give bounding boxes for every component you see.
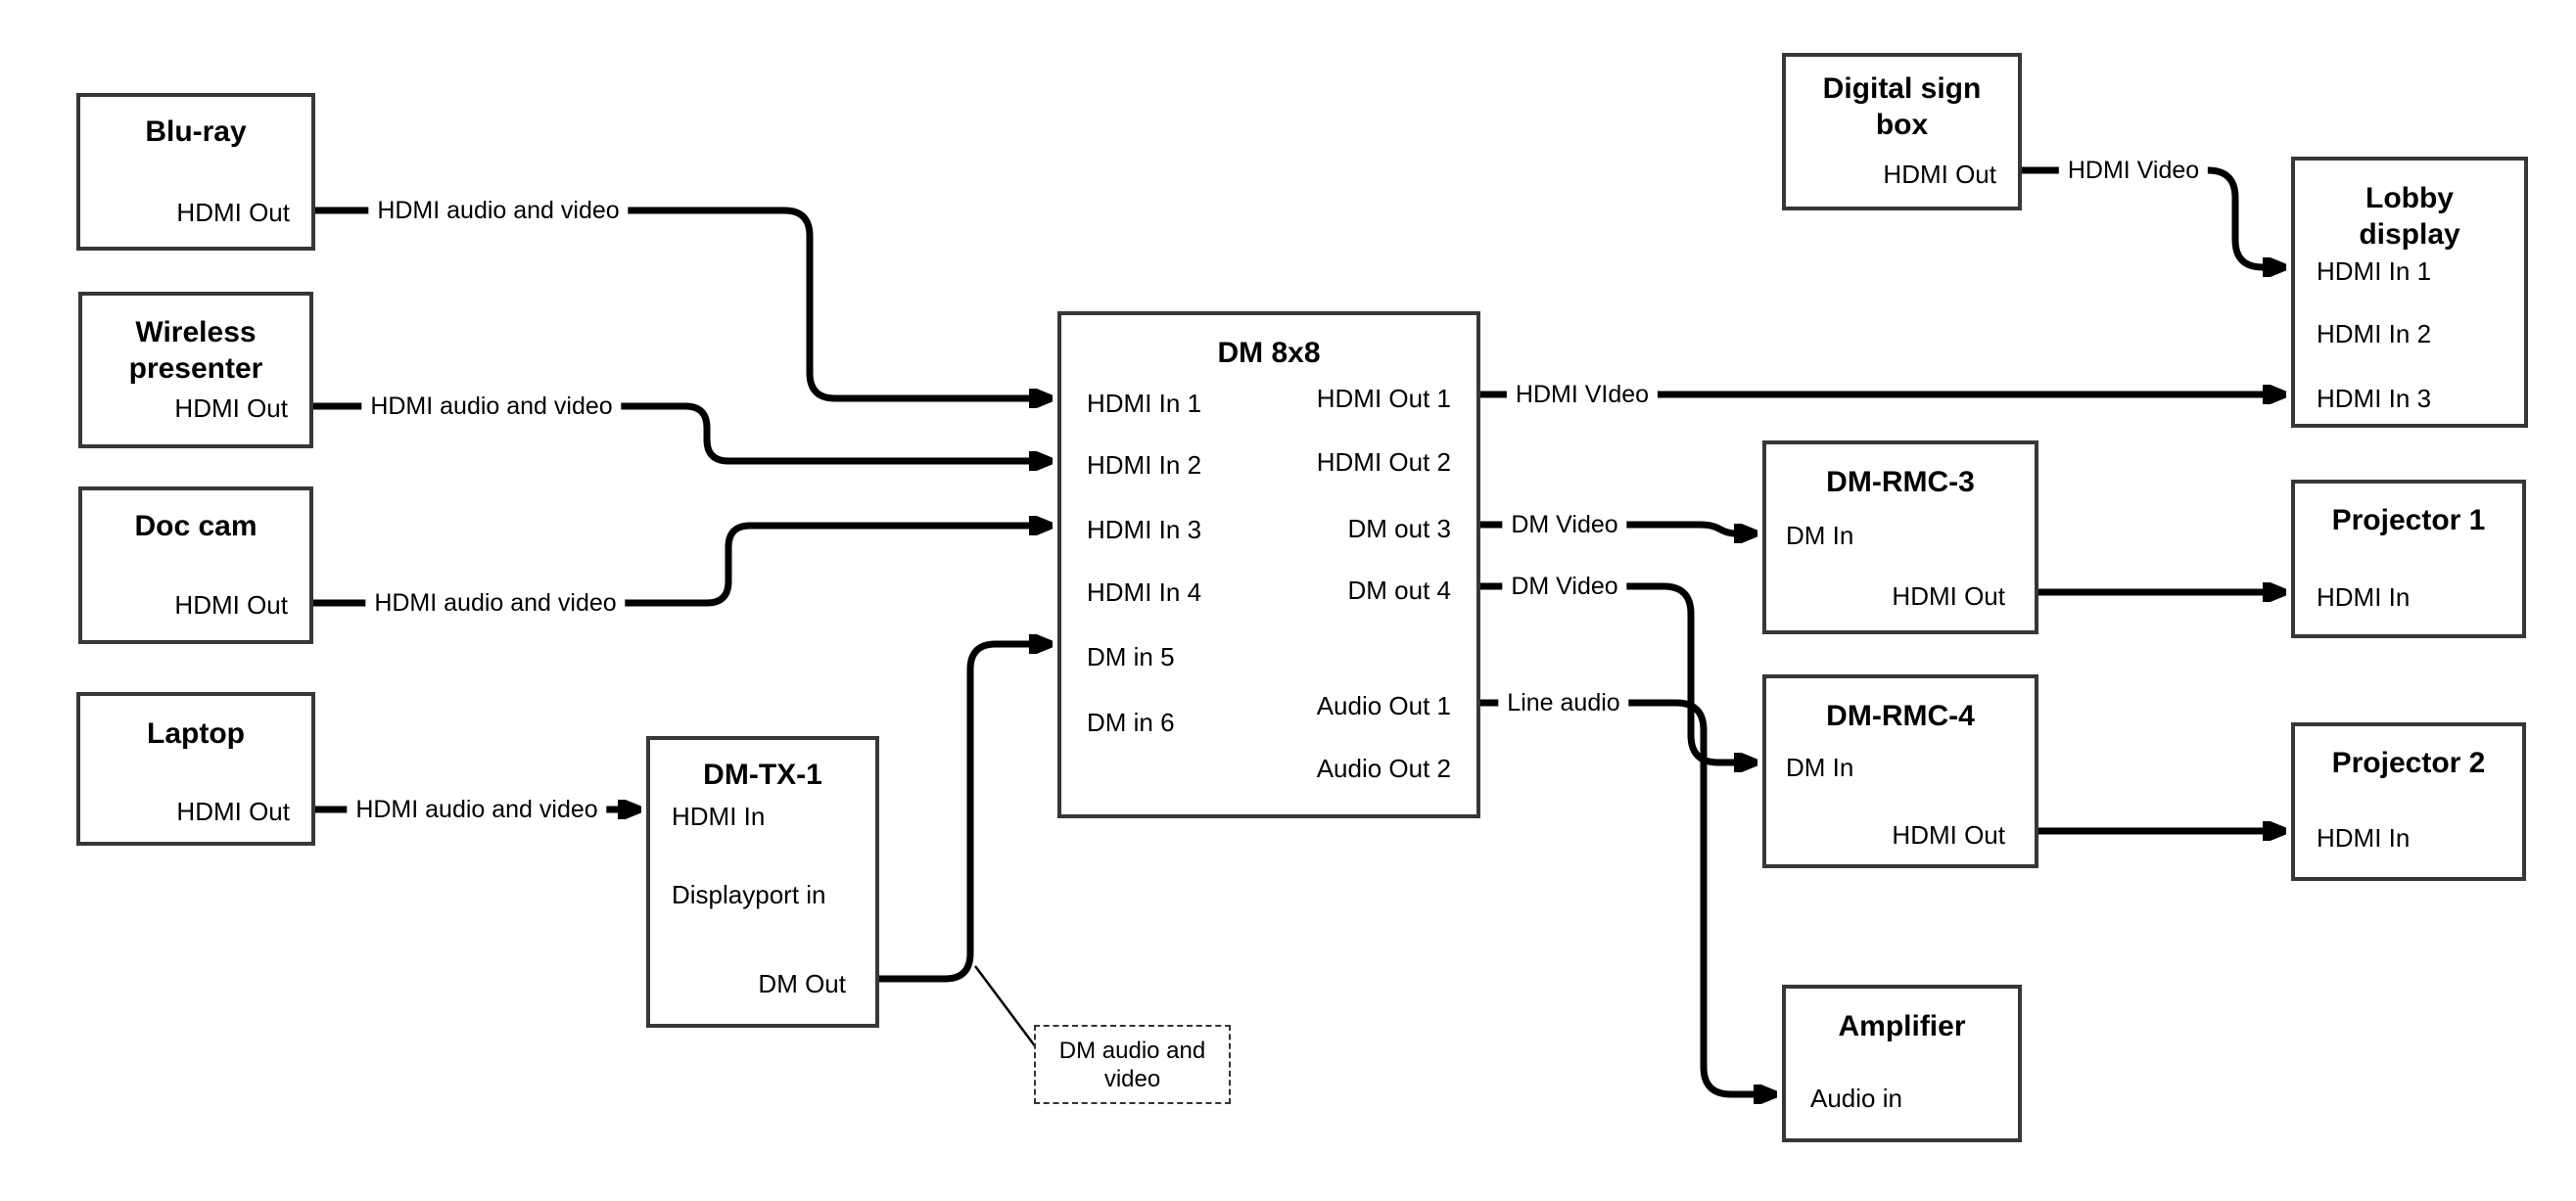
port-dmtx1-dm-out: DM Out — [758, 969, 846, 998]
port-dm8x8-audio-out-1: Audio Out 1 — [1316, 691, 1451, 720]
node-title: DM-RMC-3 — [1826, 466, 1975, 498]
port-dm8x8-hdmi-in-4: HDMI In 4 — [1087, 577, 1202, 607]
node-title-line1: Digital sign — [1822, 72, 1982, 105]
port-dm8x8-dm-out-4: DM out 4 — [1347, 576, 1452, 605]
wire-label-dm-video-out4: DM Video — [1502, 572, 1627, 601]
wire-label-laptop: HDMI audio and video — [347, 795, 607, 824]
port-digitalsign-hdmi-out: HDMI Out — [1883, 160, 1996, 189]
port-projector1-hdmi-in: HDMI In — [2317, 582, 2411, 612]
port-dm8x8-hdmi-in-1: HDMI In 1 — [1087, 389, 1202, 418]
connector-dm8x8-out3-to-dmrmc3 — [1480, 521, 1755, 533]
port-wireless-hdmi-out: HDMI Out — [174, 393, 288, 423]
node-title-line1: Lobby — [2365, 182, 2454, 214]
port-dm8x8-audio-out-2: Audio Out 2 — [1316, 754, 1451, 783]
port-dmtx1-displayport-in: Displayport in — [672, 880, 826, 909]
port-amplifier-audio-in: Audio in — [1810, 1084, 1902, 1113]
node-title-line2: presenter — [128, 352, 263, 385]
node-title: Lobby display — [2295, 180, 2524, 253]
node-title-line1: Wireless — [135, 316, 257, 348]
port-doccam-hdmi-out: HDMI Out — [174, 590, 288, 620]
port-bluray-hdmi-out: HDMI Out — [176, 198, 290, 227]
port-dm8x8-dm-in-6: DM in 6 — [1087, 708, 1175, 737]
port-dm8x8-dm-in-5: DM in 5 — [1087, 642, 1175, 671]
node-dm-8x8: DM 8x8 HDMI In 1 HDMI In 2 HDMI In 3 HDM… — [1057, 311, 1480, 818]
node-title: Doc cam — [134, 510, 258, 542]
node-dm-rmc-4: DM-RMC-4 DM In HDMI Out — [1762, 674, 2038, 868]
node-title: DM 8x8 — [1217, 337, 1321, 369]
port-dmrmc4-dm-in: DM In — [1786, 753, 1854, 782]
wire-label-doccam: HDMI audio and video — [365, 588, 626, 618]
connector-digitalsign-to-lobby-in1 — [2022, 166, 2283, 267]
connector-dmtx1-to-dm8x8-in5 — [879, 644, 1050, 983]
port-dm8x8-hdmi-out-1: HDMI Out 1 — [1316, 384, 1451, 413]
wire-label-line-audio: Line audio — [1498, 688, 1629, 717]
port-lobby-hdmi-in-3: HDMI In 3 — [2317, 384, 2432, 413]
node-title: Projector 1 — [2331, 504, 2486, 536]
node-title: DM-RMC-4 — [1826, 700, 1975, 732]
port-dm8x8-hdmi-in-2: HDMI In 2 — [1087, 450, 1202, 480]
port-laptop-hdmi-out: HDMI Out — [176, 797, 290, 826]
port-dmrmc3-hdmi-out: HDMI Out — [1892, 581, 2005, 611]
node-title: DM-TX-1 — [703, 759, 822, 791]
port-dm8x8-hdmi-out-2: HDMI Out 2 — [1316, 447, 1451, 477]
note-callout-line — [973, 965, 1038, 1048]
node-laptop: Laptop HDMI Out — [76, 692, 315, 846]
node-wireless-presenter: Wireless presenter HDMI Out — [78, 292, 313, 448]
port-dmrmc4-hdmi-out: HDMI Out — [1892, 820, 2005, 850]
port-dmtx1-hdmi-in: HDMI In — [672, 802, 766, 831]
node-digital-sign-box: Digital sign box HDMI Out — [1782, 53, 2022, 210]
node-title: Blu-ray — [145, 115, 247, 148]
connector-wireless-to-dm8x8-in2 — [313, 402, 1050, 461]
wire-label-wireless: HDMI audio and video — [361, 392, 622, 421]
wire-label-dm-video-out3: DM Video — [1502, 510, 1627, 539]
node-title: Laptop — [147, 717, 245, 750]
note-dm-audio-and-video: DM audio and video — [1034, 1025, 1231, 1104]
connector-doccam-to-dm8x8-in3 — [313, 526, 1050, 607]
wire-label-hdmi-video-sign: HDMI Video — [2058, 156, 2209, 185]
node-projector-2: Projector 2 HDMI In — [2291, 722, 2526, 881]
node-dm-rmc-3: DM-RMC-3 DM In HDMI Out — [1762, 440, 2038, 634]
node-dm-tx-1: DM-TX-1 HDMI In Displayport in DM Out — [646, 736, 879, 1028]
port-dmrmc3-dm-in: DM In — [1786, 521, 1854, 550]
wire-label-hdmi-video-out1: HDMI VIdeo — [1506, 380, 1659, 409]
node-title: Amplifier — [1838, 1010, 1966, 1042]
connector-dm8x8-audio1-to-amplifier — [1480, 699, 1774, 1094]
port-lobby-hdmi-in-2: HDMI In 2 — [2317, 319, 2432, 348]
node-doc-cam: Doc cam HDMI Out — [78, 486, 313, 644]
node-projector-1: Projector 1 HDMI In — [2291, 480, 2526, 638]
port-dm8x8-dm-out-3: DM out 3 — [1347, 514, 1452, 543]
node-lobby-display: Lobby display HDMI In 1 HDMI In 2 HDMI I… — [2291, 157, 2528, 428]
port-projector2-hdmi-in: HDMI In — [2317, 823, 2411, 853]
node-title-line2: box — [1875, 109, 1929, 141]
node-bluray: Blu-ray HDMI Out — [76, 93, 315, 251]
connector-dm8x8-out4-to-dmrmc4 — [1480, 582, 1755, 762]
wire-label-bluray: HDMI audio and video — [368, 196, 629, 225]
node-title: Wireless presenter — [82, 314, 309, 387]
connector-bluray-to-dm8x8-in1 — [315, 207, 1050, 398]
node-title: Projector 2 — [2331, 747, 2486, 779]
port-dm8x8-hdmi-in-3: HDMI In 3 — [1087, 515, 1202, 544]
port-lobby-hdmi-in-1: HDMI In 1 — [2317, 256, 2432, 286]
node-title: Digital sign box — [1786, 70, 2018, 143]
node-amplifier: Amplifier Audio in — [1782, 985, 2022, 1142]
node-title-line2: display — [2359, 218, 2460, 251]
